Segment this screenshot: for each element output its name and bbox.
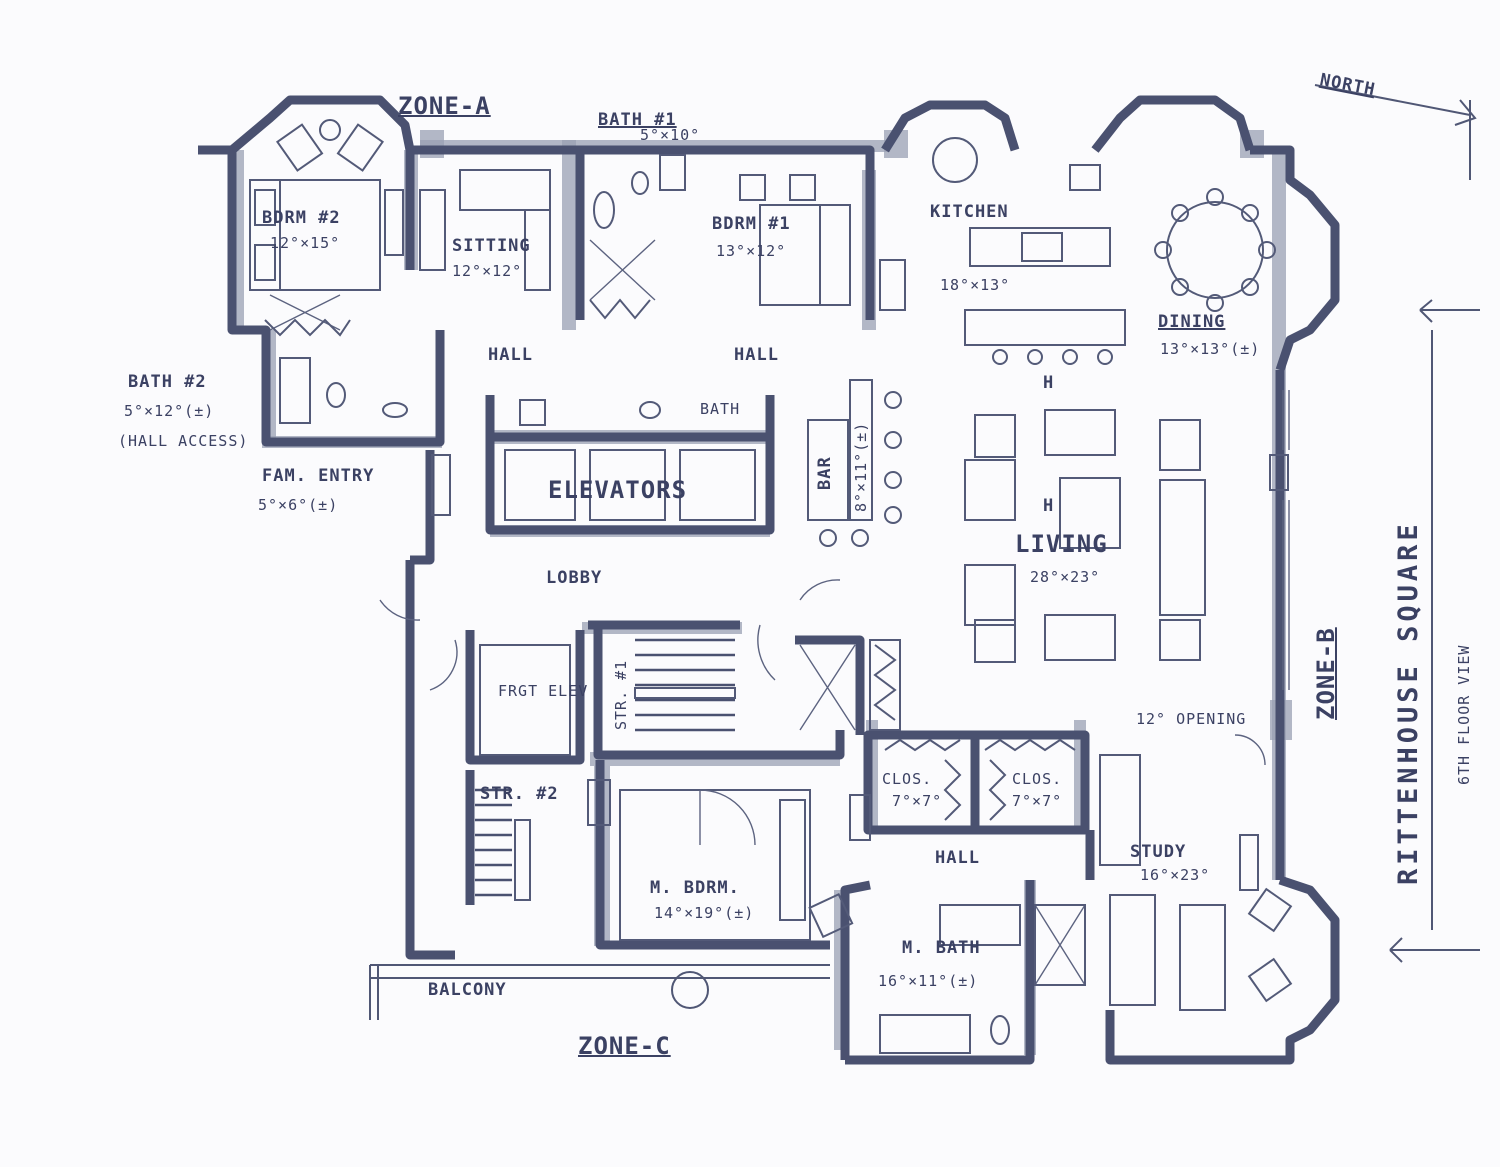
zone-b-label: ZONE-B bbox=[1312, 627, 1340, 720]
floor-view-label: 6TH FLOOR VIEW bbox=[1455, 644, 1473, 785]
m-bath-dim: 16°×11°(±) bbox=[878, 972, 979, 990]
frgt-elev-label: FRGT ELEV bbox=[498, 682, 589, 700]
zone-c-label: ZONE-C bbox=[578, 1032, 671, 1060]
sitting-dim: 12°×12° bbox=[452, 262, 523, 280]
m-bdrm-name: M. BDRM. bbox=[650, 878, 740, 898]
study-dim: 16°×23° bbox=[1140, 866, 1211, 884]
str2-label: STR. #2 bbox=[480, 784, 559, 804]
m-bdrm-dim: 14°×19°(±) bbox=[654, 904, 755, 922]
fam-entry-dim: 5°×6°(±) bbox=[258, 496, 339, 514]
elevators-label: ELEVATORS bbox=[548, 476, 688, 504]
sitting-name: SITTING bbox=[452, 236, 531, 256]
fam-entry-name: FAM. ENTRY bbox=[262, 466, 375, 486]
h-mark-1: H bbox=[1043, 373, 1055, 393]
bdrm1-name: BDRM #1 bbox=[712, 214, 791, 234]
hall-right-label: HALL bbox=[734, 345, 779, 365]
kitchen-name: KITCHEN bbox=[930, 202, 1009, 222]
bdrm2-name: BDRM #2 bbox=[262, 208, 341, 228]
bath1-dim: 5°×10° bbox=[640, 126, 701, 144]
h-mark-2: H bbox=[1043, 496, 1055, 516]
bath2-note: (HALL ACCESS) bbox=[118, 432, 249, 450]
bath-small-label: BATH bbox=[700, 400, 741, 418]
bar-label: BAR bbox=[815, 456, 835, 490]
bath2-dim: 5°×12°(±) bbox=[124, 402, 215, 420]
study-name: STUDY bbox=[1130, 842, 1187, 862]
m-bath-name: M. BATH bbox=[902, 938, 981, 958]
lobby-label: LOBBY bbox=[546, 568, 603, 588]
balcony-label: BALCONY bbox=[428, 980, 507, 1000]
living-dim: 28°×23° bbox=[1030, 568, 1101, 586]
clos-left-dim: 7°×7° bbox=[892, 792, 943, 810]
bath1-name: BATH #1 bbox=[598, 110, 677, 130]
furniture bbox=[249, 119, 1293, 1054]
bar-dim: 8°×11°(±) bbox=[852, 421, 870, 512]
annotations bbox=[1314, 84, 1480, 963]
clos-left-name: CLOS. bbox=[882, 770, 933, 788]
dining-dim: 13°×13°(±) bbox=[1160, 340, 1261, 358]
dining-name: DINING bbox=[1158, 312, 1226, 332]
walls bbox=[198, 95, 1340, 1065]
clos-right-name: CLOS. bbox=[1012, 770, 1063, 788]
opening-label: 12° OPENING bbox=[1136, 710, 1247, 728]
bdrm2-dim: 12°×15° bbox=[270, 234, 341, 252]
str1-label: STR. #1 bbox=[612, 659, 630, 730]
rittenhouse-label: RITTENHOUSE SQUARE bbox=[1393, 520, 1424, 885]
zone-a-label: ZONE-A bbox=[398, 92, 491, 120]
bath2-name: BATH #2 bbox=[128, 372, 207, 392]
east-windows bbox=[1269, 390, 1290, 690]
living-name: LIVING bbox=[1015, 530, 1108, 558]
clos-right-dim: 7°×7° bbox=[1012, 792, 1063, 810]
hall-lower-label: HALL bbox=[935, 848, 980, 868]
hall-left-label: HALL bbox=[488, 345, 533, 365]
bdrm1-dim: 13°×12° bbox=[716, 242, 787, 260]
kitchen-dim: 18°×13° bbox=[940, 276, 1011, 294]
balcony-rail bbox=[369, 964, 830, 1020]
